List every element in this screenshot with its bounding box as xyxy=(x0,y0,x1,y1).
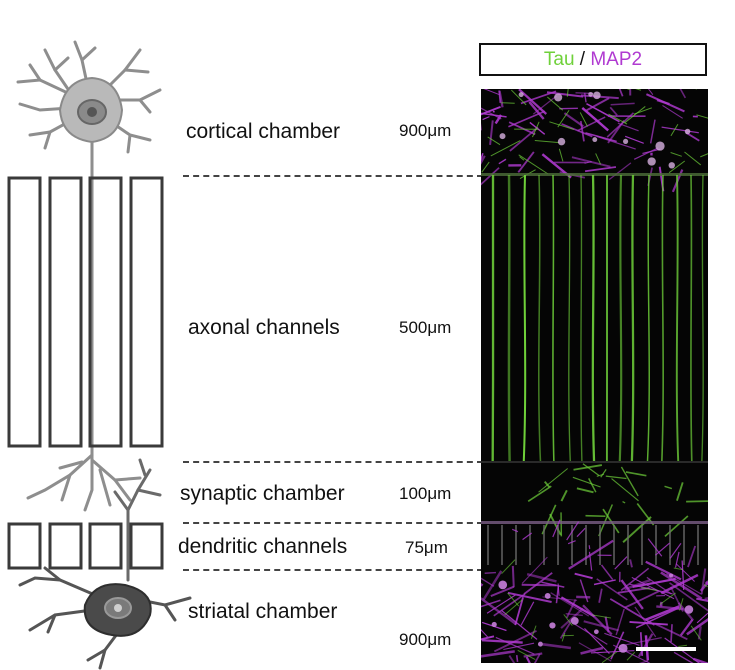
size-cortical: 900μm xyxy=(399,121,451,141)
label-synaptic-chamber: synaptic chamber xyxy=(180,482,345,506)
size-dendritic: 75μm xyxy=(405,538,448,558)
legend-map2: MAP2 xyxy=(590,49,642,70)
legend-tau: Tau xyxy=(544,49,575,70)
scale-bar xyxy=(636,647,696,651)
boundary-line-synaptic xyxy=(183,522,483,524)
boundary-line-dendritic xyxy=(183,569,483,571)
fluorescence-micrograph xyxy=(481,89,708,663)
label-cortical-chamber: cortical chamber xyxy=(186,120,340,144)
schematic-diagram xyxy=(0,0,200,670)
label-axonal-channels: axonal channels xyxy=(188,316,340,340)
size-striatal: 900μm xyxy=(399,630,451,650)
size-synaptic: 100μm xyxy=(399,484,451,504)
stain-legend: Tau / MAP2 xyxy=(479,43,707,76)
legend-separator: / xyxy=(575,49,591,70)
boundary-line-top xyxy=(183,175,483,177)
boundary-line-axonal xyxy=(183,461,483,463)
label-dendritic-channels: dendritic channels xyxy=(178,535,347,559)
size-axonal: 500μm xyxy=(399,318,451,338)
label-striatal-chamber: striatal chamber xyxy=(188,600,337,624)
